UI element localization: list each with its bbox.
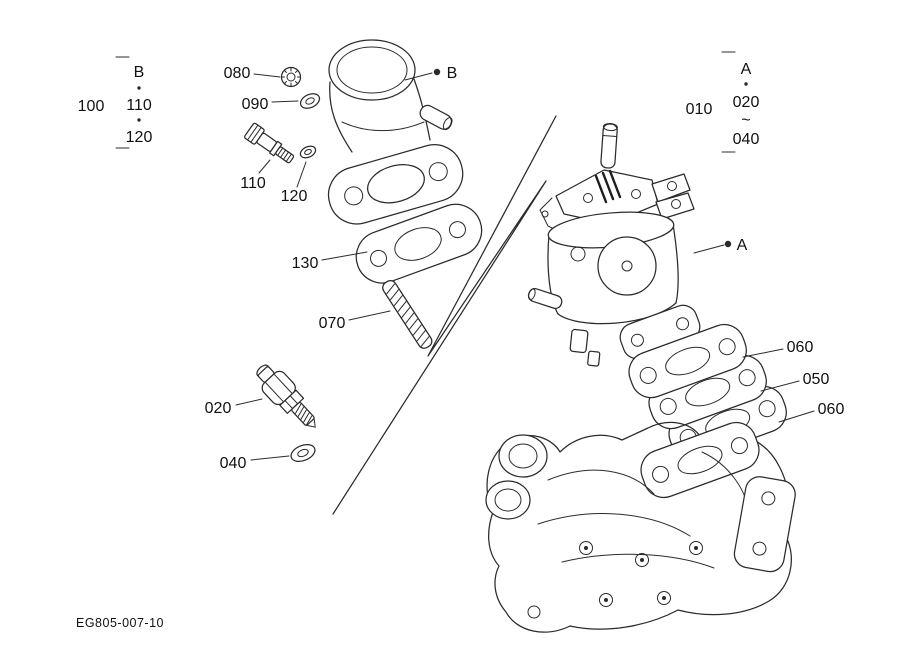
group-bracket-right: 010 A 020 ~ 040 [686, 51, 760, 153]
callout-view-a: A [737, 237, 748, 254]
callout-110: 110 [240, 175, 266, 192]
callout-060-lower: 060 [818, 401, 845, 418]
divider-zigzag [332, 115, 557, 515]
leader-050 [760, 380, 800, 392]
callout-labels: 080 090 110 120 130 070 020 040 060 050 … [205, 65, 845, 472]
group-ref-010: 010 [686, 101, 713, 118]
view-letter-a: A [741, 61, 752, 78]
leader-070 [348, 310, 391, 321]
leader-040 [250, 455, 290, 461]
bracket-dot [137, 118, 141, 122]
callout-080: 080 [224, 65, 251, 82]
callout-090: 090 [242, 96, 269, 113]
part-switch-020 [256, 364, 316, 428]
leader-090 [271, 100, 299, 103]
leader-080 [253, 73, 281, 78]
part-elbow-pipe [327, 39, 464, 225]
leader-060-lower [778, 410, 815, 423]
leader-060-upper [742, 348, 784, 358]
view-a-dot [724, 240, 732, 248]
callout-040: 040 [220, 455, 247, 472]
bracket-dot [137, 86, 141, 90]
part-washer-120 [299, 145, 317, 159]
group-item-120: 120 [126, 129, 153, 146]
leader-view-b [404, 72, 433, 81]
part-bolt-110 [244, 122, 295, 164]
leader-lines [235, 68, 815, 461]
part-stud-070 [382, 279, 433, 349]
range-tilde: ~ [741, 112, 750, 129]
drawing-code: EG805-007-10 [76, 616, 164, 630]
part-washer-040 [290, 443, 316, 463]
callout-070: 070 [319, 315, 346, 332]
leader-110 [258, 159, 271, 174]
group-bracket-left: 100 B 110 120 [78, 56, 153, 149]
view-b-dot [433, 68, 441, 76]
part-intake-manifold [485, 421, 796, 633]
callout-view-b: B [447, 65, 458, 82]
callout-120: 120 [281, 188, 308, 205]
bracket-dot [744, 82, 748, 86]
callout-020: 020 [205, 400, 232, 417]
callout-060-upper: 060 [787, 339, 814, 356]
part-washer-090 [299, 93, 321, 109]
leader-130 [321, 251, 368, 261]
group-item-040: 040 [733, 131, 760, 148]
view-letter-b: B [134, 64, 145, 81]
callout-050: 050 [803, 371, 830, 388]
group-item-110: 110 [126, 97, 152, 114]
part-gasket-130 [355, 203, 483, 284]
leader-view-a [693, 244, 725, 254]
group-item-020: 020 [733, 94, 760, 111]
part-nut-080 [280, 66, 302, 88]
group-ref-100: 100 [78, 98, 105, 115]
callout-130: 130 [292, 255, 319, 272]
part-gasket-060-upper [628, 323, 747, 399]
leader-120 [296, 161, 307, 188]
part-carburetor [527, 123, 701, 367]
leader-020 [235, 398, 263, 406]
